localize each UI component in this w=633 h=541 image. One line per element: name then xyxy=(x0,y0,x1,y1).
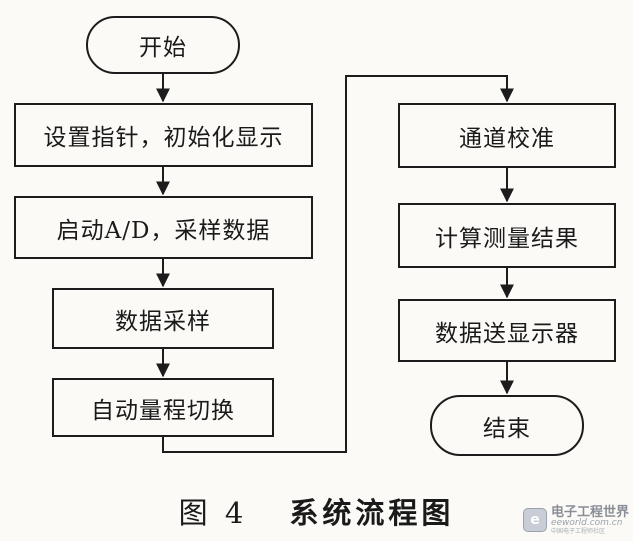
sample-label: 数据采样 xyxy=(115,308,211,335)
figure-title: 系统流程图 xyxy=(289,496,455,530)
compute-label: 计算测量结果 xyxy=(435,225,579,252)
init-label: 设置指针，初始化显示 xyxy=(43,125,284,151)
start-ad-step: 启动A/D，采样数据 xyxy=(14,196,313,259)
watermark-text: 电子工程世界 eeworld.com.cn 中国电子工程师社区 xyxy=(550,504,629,535)
display-label: 数据送显示器 xyxy=(435,320,579,347)
watermark-name: 电子工程世界 xyxy=(550,504,629,520)
compute-step: 计算测量结果 xyxy=(398,203,616,268)
eeworld-logo-icon: e xyxy=(522,508,547,533)
figure-caption: 图 4 系统流程图 xyxy=(0,490,633,532)
autorange-label: 自动量程切换 xyxy=(91,397,235,424)
end-terminal: 结束 xyxy=(430,395,584,456)
calibrate-label: 通道校准 xyxy=(459,125,555,152)
display-step: 数据送显示器 xyxy=(398,299,616,362)
figure-number: 图 4 xyxy=(178,496,248,530)
init-step: 设置指针，初始化显示 xyxy=(14,103,313,167)
watermark-site: eeworld.com.cn xyxy=(550,518,623,529)
autorange-step: 自动量程切换 xyxy=(52,378,274,437)
watermark-tagline: 中国电子工程师社区 xyxy=(550,527,605,535)
end-label: 结束 xyxy=(483,415,531,442)
arrow-autorange-to-calibrate xyxy=(162,75,514,453)
start-label: 开始 xyxy=(139,35,187,61)
calibrate-step: 通道校准 xyxy=(398,103,616,168)
eeworld-watermark: e 电子工程世界 eeworld.com.cn 中国电子工程师社区 xyxy=(522,504,629,535)
start-ad-label: 启动A/D，采样数据 xyxy=(56,217,271,244)
start-terminal: 开始 xyxy=(86,16,240,74)
sample-step: 数据采样 xyxy=(52,288,274,349)
